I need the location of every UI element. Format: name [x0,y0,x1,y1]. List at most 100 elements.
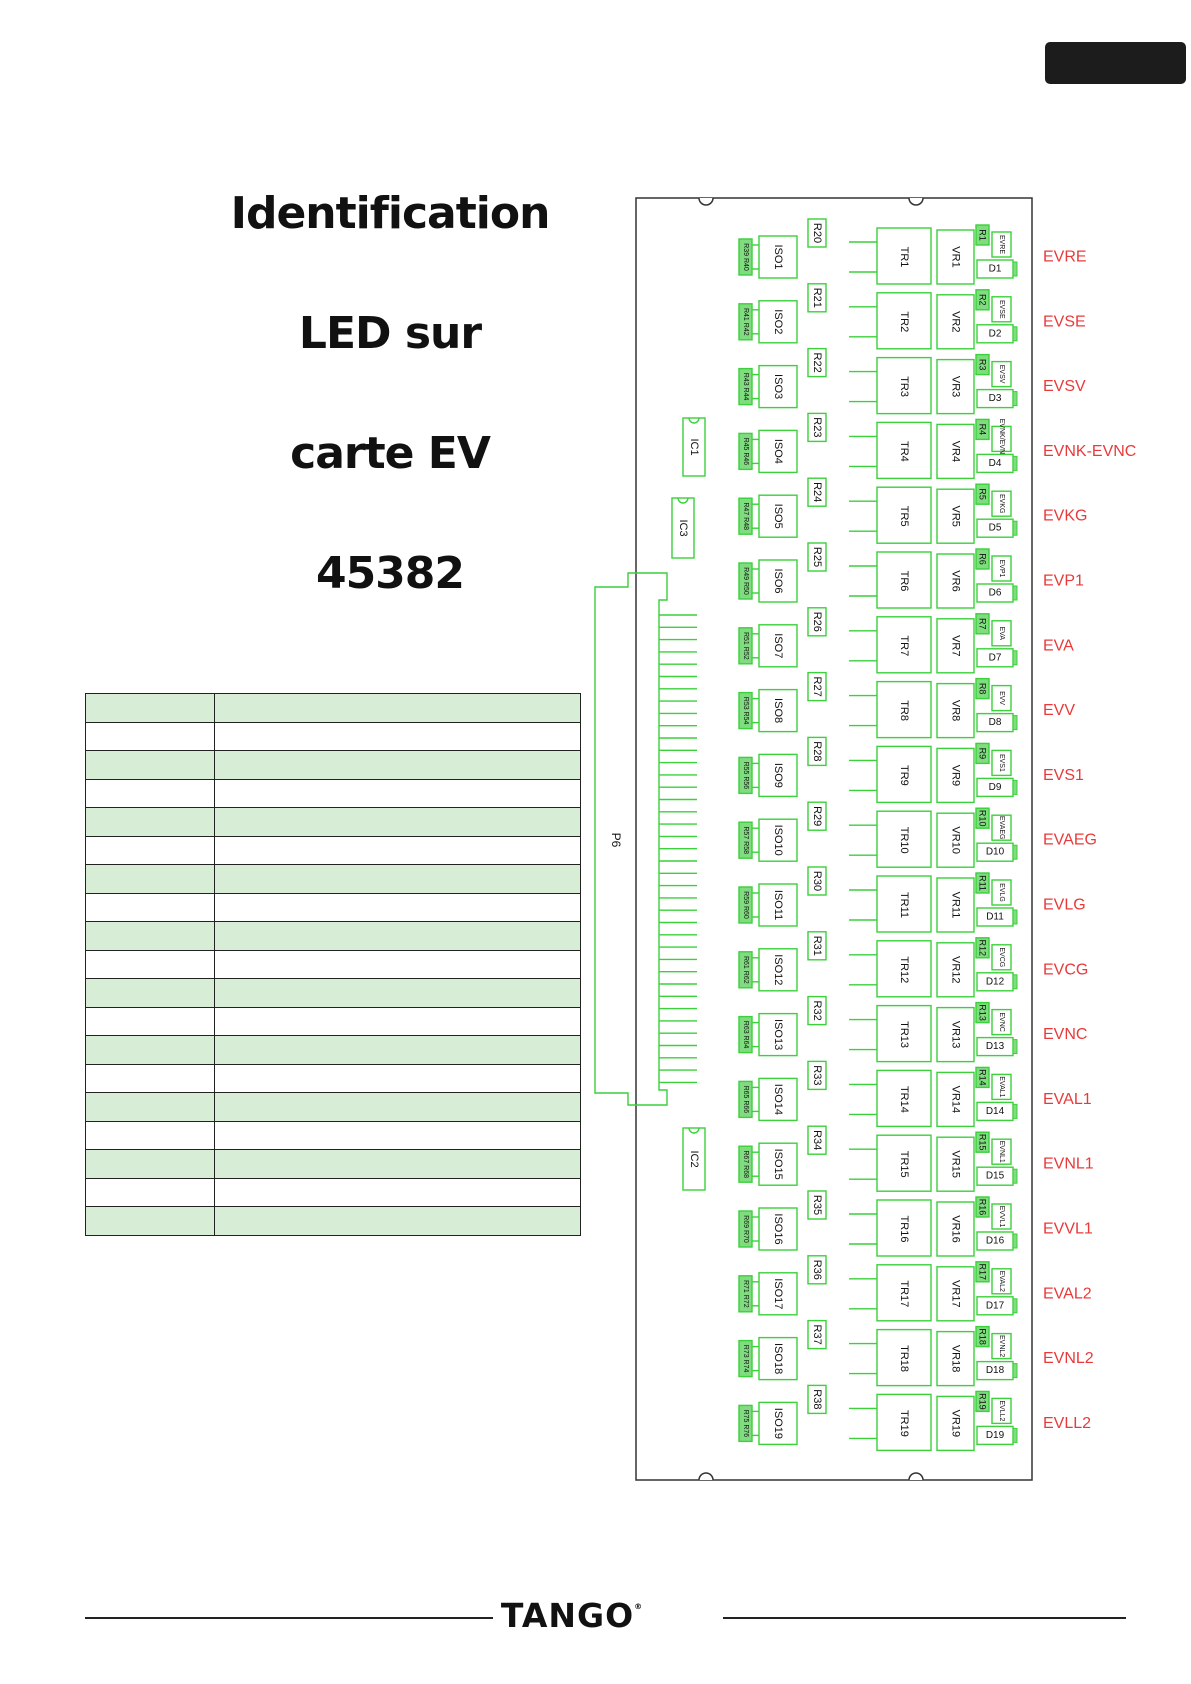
ic1-notch [688,417,700,424]
varistor-label: VR19 [950,1410,962,1438]
series-resistor-label: R23 [811,417,823,437]
iso-optocoupler [758,688,798,733]
small-resistor-pair [738,1404,753,1443]
led-resistor-label: R7 [978,618,988,630]
led-label: D3 [989,393,1002,404]
ic1-label: IC1 [688,438,700,455]
led-resistor [975,937,990,959]
table-row [85,1035,581,1065]
varistor-label: VR13 [950,1021,962,1049]
table-cell-id [85,864,215,894]
registered-mark-icon: ® [634,1602,644,1611]
transistor-label: TR9 [898,765,910,786]
series-resistor-label: R36 [811,1260,823,1280]
transistor-label: TR8 [898,700,910,721]
series-resistor-label: R20 [811,223,823,243]
varistor-vr [936,877,975,933]
led-resistor [975,1066,990,1089]
series-resistor [807,477,827,507]
varistor-label: VR14 [950,1086,962,1114]
led-resistor [975,224,990,246]
small-resistor-pair-label: R73 R74 [742,1345,749,1373]
series-resistor-label: R25 [811,547,823,567]
table-row [85,864,581,894]
small-resistor-pair [738,432,753,471]
iso-label: ISO8 [772,698,784,723]
small-resistor-pair [738,1145,753,1183]
led-resistor-label: R5 [978,488,988,500]
led-lens [1012,261,1018,277]
led-resistor-label: R15 [978,1134,988,1151]
led-resistor [975,548,990,570]
table-cell-id [85,1092,215,1122]
series-resistor [807,412,827,443]
series-resistor-label: R24 [811,482,823,502]
varistor-vr [936,1006,975,1063]
series-resistor [807,866,827,896]
table-cell-id [85,1063,215,1093]
led-label: D8 [989,717,1002,728]
table-cell-id [85,750,215,780]
table-row [85,750,581,780]
led-lens [1012,1233,1018,1249]
series-resistor [807,347,827,378]
table-row [85,807,581,837]
led-label: D17 [986,1300,1005,1311]
led-resistor [975,742,990,765]
table-row [85,835,581,865]
output-label: EVAL2 [1043,1285,1092,1302]
title-line-2: LED sur [298,308,482,359]
led-label: D4 [989,458,1002,469]
ev-tag-label: EVS1 [998,754,1005,772]
output-label: EVVL1 [1043,1221,1093,1238]
led-table [85,693,581,1236]
transistor-tr [876,1004,932,1063]
iso-label: ISO14 [772,1084,784,1115]
series-resistor [807,283,827,313]
table-cell-id [85,1177,215,1207]
led-label: D2 [989,328,1002,339]
ev-tag [991,296,1012,323]
led-resistor-label: R17 [978,1264,988,1281]
varistor-vr [936,1395,975,1452]
small-resistor-pair [738,238,753,276]
varistor-vr [936,488,975,544]
transistor-label: TR14 [898,1086,910,1113]
series-resistor [807,218,827,248]
connector-p6-label: P6 [609,833,623,848]
table-row [85,1177,581,1207]
small-resistor-pair [738,497,753,535]
varistor-vr [936,942,975,998]
small-resistor-pair-label: R57 R58 [742,826,749,854]
ev-tag [991,1073,1012,1101]
connector-p6-body [594,572,668,1106]
table-cell-id [85,1120,215,1150]
ev-tag-label: EVAL2 [998,1271,1005,1292]
ic3 [671,497,695,559]
table-cell-id [85,978,215,1008]
transistor-label: TR13 [898,1021,910,1048]
iso-optocoupler [758,429,798,474]
iso-label: ISO6 [772,568,784,593]
varistor-vr [936,618,975,674]
table-cell-id [85,778,215,808]
led-lens [1012,585,1018,601]
led-label: D16 [986,1236,1005,1247]
varistor-label: VR3 [950,376,962,397]
small-resistor-pair [738,886,753,924]
led-resistor [975,1261,990,1283]
led-resistor [975,1001,990,1024]
table-row [85,1120,581,1150]
iso-optocoupler [758,364,798,409]
iso-label: ISO12 [772,954,784,985]
table-row [85,1206,581,1236]
series-resistor-label: R37 [811,1325,823,1345]
transistor-tr [876,1264,932,1322]
small-resistor-pair [738,756,753,795]
led-resistor-label: R18 [978,1328,988,1345]
series-resistor-label: R22 [811,353,823,373]
series-resistor [807,542,827,572]
led-label: D19 [986,1430,1005,1441]
led-resistor-label: R16 [978,1199,988,1216]
varistor-vr [936,423,975,480]
